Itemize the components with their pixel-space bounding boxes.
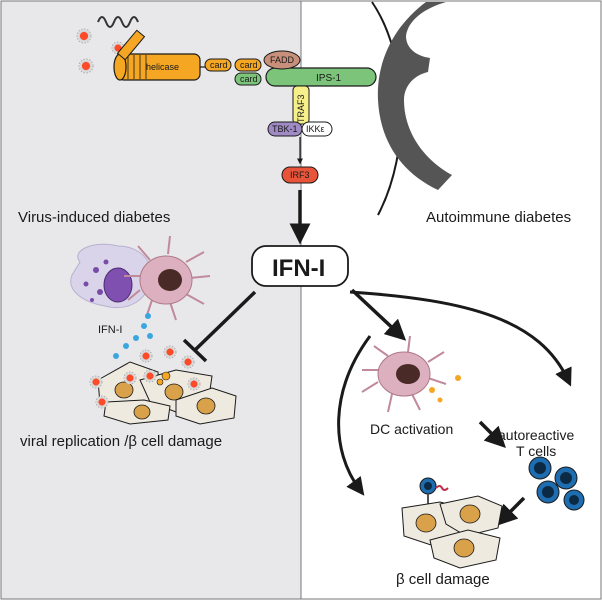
card-domain-2 [234, 58, 262, 72]
inhibition-line [193, 290, 257, 352]
t-cells-label-line1: autoreactive [498, 427, 574, 443]
infected-beta-cells-icon [89, 345, 237, 425]
right-panel-heading: Autoimmune diabetes [426, 209, 571, 226]
fadd-label: FADD [270, 55, 295, 65]
tbk1-label: TBK-1 [272, 124, 298, 134]
activated-dc-icon [361, 335, 461, 413]
left-outcome-label: viral replication /β cell damage [20, 433, 222, 450]
helicase-domain: helicase [113, 53, 201, 81]
arrow-tcells-to-beta [496, 496, 526, 526]
ifn-dots-icon [113, 313, 153, 359]
card-domain-1 [204, 58, 232, 72]
left-panel-heading: Virus-induced diabetes [18, 209, 170, 226]
dendritic-cell-icon [124, 235, 211, 321]
helicase-arm [116, 29, 146, 61]
rna-squiggle-icon [97, 16, 139, 28]
card-label-3: card [240, 74, 258, 84]
t-cells-label-line2: T cells [516, 443, 556, 459]
fadd-protein [263, 50, 301, 70]
arrow-ifn-to-beta-cells [337, 335, 372, 496]
t-cells-icon [528, 456, 585, 511]
arrow-dc-to-tcells [478, 420, 506, 448]
ikke-label: IKKε [306, 124, 325, 134]
arrow-ifn-to-tcells [349, 290, 572, 387]
ips1-label: IPS-1 [316, 73, 341, 84]
right-outcome-label: β cell damage [396, 571, 490, 588]
helicase-label: helicase [146, 62, 179, 72]
irf3-label: IRF3 [290, 170, 310, 180]
traf3-label: TRAF3 [296, 94, 306, 123]
card-label-1: card [210, 60, 228, 70]
arrow-ifn-to-dc [350, 288, 407, 341]
ips1-protein [265, 67, 377, 87]
dc-activation-label: DC activation [370, 421, 453, 437]
traf3-protein [292, 85, 310, 125]
mitochondria-icon [371, 1, 452, 216]
card-domain-3 [234, 72, 262, 86]
ifn-box [251, 245, 349, 287]
irf3-protein [281, 166, 319, 184]
inhibition-bar [182, 338, 208, 363]
left-ifn-label: IFN-I [98, 324, 122, 336]
card-label-2: card [240, 60, 258, 70]
ifn-box-label: IFN-I [272, 255, 325, 282]
ikke-protein [301, 121, 333, 137]
beta-cells-icon [401, 477, 503, 569]
